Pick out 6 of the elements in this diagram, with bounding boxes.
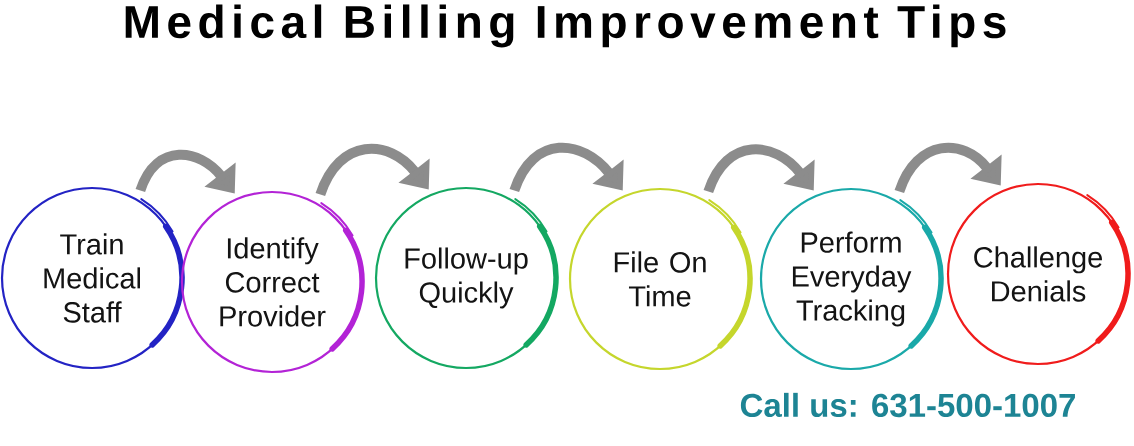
phone-number: Call us: 631-500-1007 [740, 392, 1075, 418]
curved-arrow [315, 144, 430, 197]
curved-arrow [509, 142, 624, 193]
curved-arrow [894, 142, 1002, 194]
title: Medical Billing Improvement Tips [125, 4, 1006, 48]
curved-arrow [703, 144, 815, 194]
